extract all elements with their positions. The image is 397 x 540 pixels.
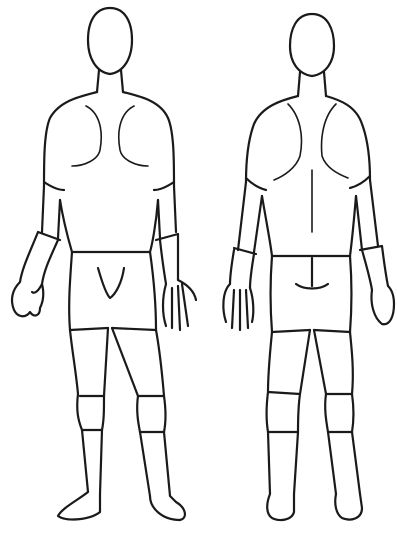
back-left-forearm [230,248,256,288]
back-left-hand [223,284,253,330]
back-left-knee [267,392,301,432]
back-torso [246,96,370,256]
front-right-hand [163,280,196,330]
front-right-forearm [156,234,178,284]
back-right-scapula [322,104,348,178]
front-left-foot [58,492,100,519]
back-right-knee [325,394,353,432]
back-right-foot [335,494,362,520]
front-right-foot [150,496,185,520]
front-right-thigh [112,328,164,396]
front-left-knee [77,394,104,430]
back-left-shin [268,432,298,494]
front-head [88,8,132,74]
front-left-shin [82,430,102,494]
back-view-figure [223,14,394,520]
back-right-thigh [314,330,353,394]
front-left-thigh [70,328,108,396]
back-head [290,14,334,76]
back-left-scapula [274,104,302,180]
front-view-figure [12,8,196,520]
back-shorts [271,256,352,332]
front-right-shin [140,432,170,496]
back-left-upper-arm [238,178,266,252]
front-right-knee [137,396,165,432]
back-right-hand [371,286,394,324]
front-left-pectoral [72,106,101,166]
back-right-forearm [360,246,388,290]
front-left-forearm [20,232,60,284]
back-right-shin [328,432,360,494]
back-left-foot [267,494,294,520]
front-torso [44,92,174,252]
front-left-hand [12,282,43,316]
back-left-thigh [268,330,310,394]
front-right-pectoral [119,106,148,166]
front-shorts [69,252,156,330]
